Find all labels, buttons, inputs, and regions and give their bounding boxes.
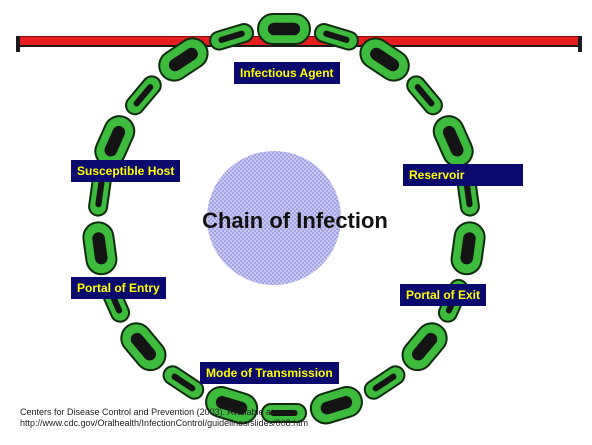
- citation-line-1: Centers for Disease Control and Preventi…: [20, 407, 540, 418]
- chain-link: [429, 111, 477, 171]
- chain-link: [450, 220, 487, 276]
- chain-link: [153, 33, 213, 87]
- chain-link: [361, 363, 408, 402]
- chain-link: [355, 33, 415, 87]
- stage-reservoir: Reservoir: [403, 164, 523, 186]
- diagram-title: Chain of Infection: [160, 208, 430, 234]
- stage-susceptible-host: Susceptible Host: [71, 160, 180, 182]
- stage-mode-of-transmission: Mode of Transmission: [200, 362, 339, 384]
- chain-link: [208, 22, 255, 52]
- chain-link: [396, 317, 452, 376]
- chain-link: [313, 22, 360, 52]
- chain-link: [404, 73, 446, 118]
- chain-link: [81, 220, 118, 276]
- citation: Centers for Disease Control and Preventi…: [20, 407, 540, 429]
- chain-link: [115, 317, 171, 376]
- citation-line-2: http://www.cdc.gov/Oralhealth/InfectionC…: [20, 418, 540, 429]
- chain-link: [258, 14, 310, 44]
- chain-link: [122, 73, 164, 118]
- stage-portal-of-exit: Portal of Exit: [400, 284, 486, 306]
- stage-portal-of-entry: Portal of Entry: [71, 277, 166, 299]
- stage-infectious-agent: Infectious Agent: [234, 62, 340, 84]
